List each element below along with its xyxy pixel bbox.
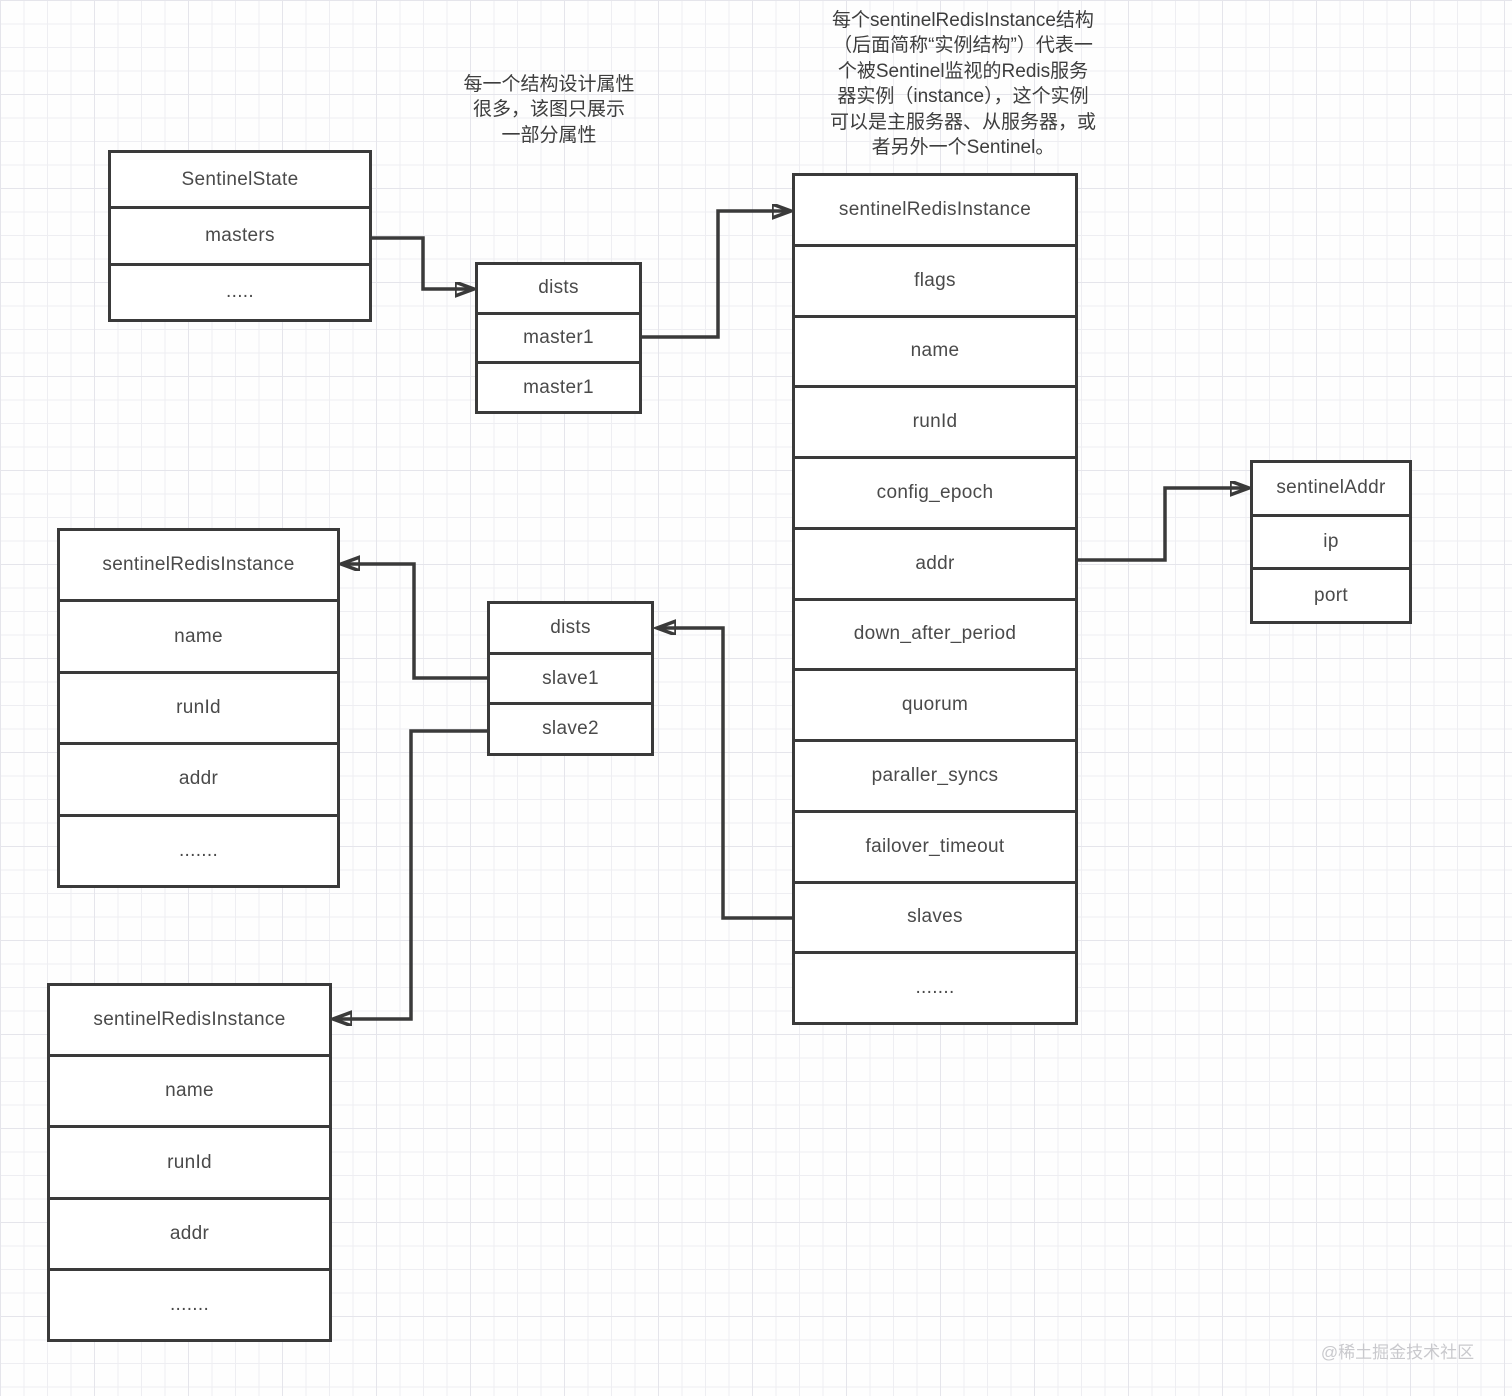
struct-box-dists-slaves: dists slave1 slave2 <box>487 601 654 756</box>
arrow-addr-to-sentineladdr <box>1078 488 1247 562</box>
struct-row-quorum: quorum <box>795 668 1075 739</box>
struct-row-port: port <box>1253 567 1409 621</box>
struct-row-runid: runId <box>60 670 337 742</box>
watermark: @稀土掘金技术社区 <box>1320 1343 1475 1362</box>
struct-row-master1: master1 <box>478 361 639 411</box>
struct-row-ellipsis: ....... <box>50 1267 329 1339</box>
struct-row-ellipsis: ..... <box>111 262 369 319</box>
struct-box-dists-masters: dists master1 master1 <box>475 262 642 414</box>
struct-row-failover-timeout: failover_timeout <box>795 809 1075 881</box>
struct-row-addr: addr <box>60 742 337 813</box>
struct-row-master1: master1 <box>478 311 639 362</box>
struct-title: sentinelAddr <box>1276 477 1386 499</box>
struct-row-addr: addr <box>50 1196 329 1268</box>
struct-row-name: name <box>50 1054 329 1125</box>
struct-row-runid: runId <box>50 1125 329 1196</box>
struct-title: dists <box>550 616 591 638</box>
struct-title: sentinelRedisInstance <box>93 1009 286 1031</box>
struct-row-name: name <box>60 599 337 670</box>
annotation-partial-attributes: 每一个结构设计属性 很多，该图只展示 一部分属性 <box>463 74 635 146</box>
struct-row-masters: masters <box>111 206 369 262</box>
arrow-slaves-to-dists <box>659 628 792 920</box>
struct-row-runid: runId <box>795 385 1075 456</box>
arrow-master1-to-instance <box>642 211 789 339</box>
struct-box-sentinel-state: SentinelState masters ..... <box>108 150 372 322</box>
arrow-masters-to-dists <box>371 236 472 289</box>
struct-row-ellipsis: ....... <box>795 951 1075 1022</box>
struct-row-name: name <box>795 314 1075 386</box>
struct-row-addr: addr <box>795 526 1075 598</box>
struct-row-ip: ip <box>1253 513 1409 568</box>
struct-title: SentinelState <box>181 168 299 190</box>
struct-row-paraller-syncs: paraller_syncs <box>795 739 1075 810</box>
arrow-slave1-to-instance <box>343 564 487 680</box>
struct-box-sentinel-redis-instance-slave1: sentinelRedisInstance name runId addr ..… <box>57 528 340 888</box>
struct-row-flags: flags <box>795 243 1075 315</box>
struct-row-slave1: slave1 <box>490 651 651 703</box>
struct-box-sentinel-redis-instance-slave2: sentinelRedisInstance name runId addr ..… <box>47 983 332 1342</box>
annotation-instance-description: 每个sentinelRedisInstance结构 （后面简称“实例结构”）代表… <box>829 10 1096 159</box>
struct-title: sentinelRedisInstance <box>838 198 1032 220</box>
struct-box-sentinel-redis-instance-main: sentinelRedisInstance flags name runId c… <box>792 173 1078 1025</box>
arrow-slave2-to-instance <box>335 729 487 1019</box>
struct-row-slaves: slaves <box>795 880 1075 952</box>
struct-title: dists <box>538 277 579 299</box>
struct-box-sentinel-addr: sentinelAddr ip port <box>1250 460 1412 624</box>
struct-title: sentinelRedisInstance <box>102 554 295 576</box>
struct-row-ellipsis: ....... <box>60 813 337 885</box>
struct-row-config-epoch: config_epoch <box>795 456 1075 527</box>
struct-row-slave2: slave2 <box>490 702 651 753</box>
struct-row-down-after-period: down_after_period <box>795 597 1075 669</box>
